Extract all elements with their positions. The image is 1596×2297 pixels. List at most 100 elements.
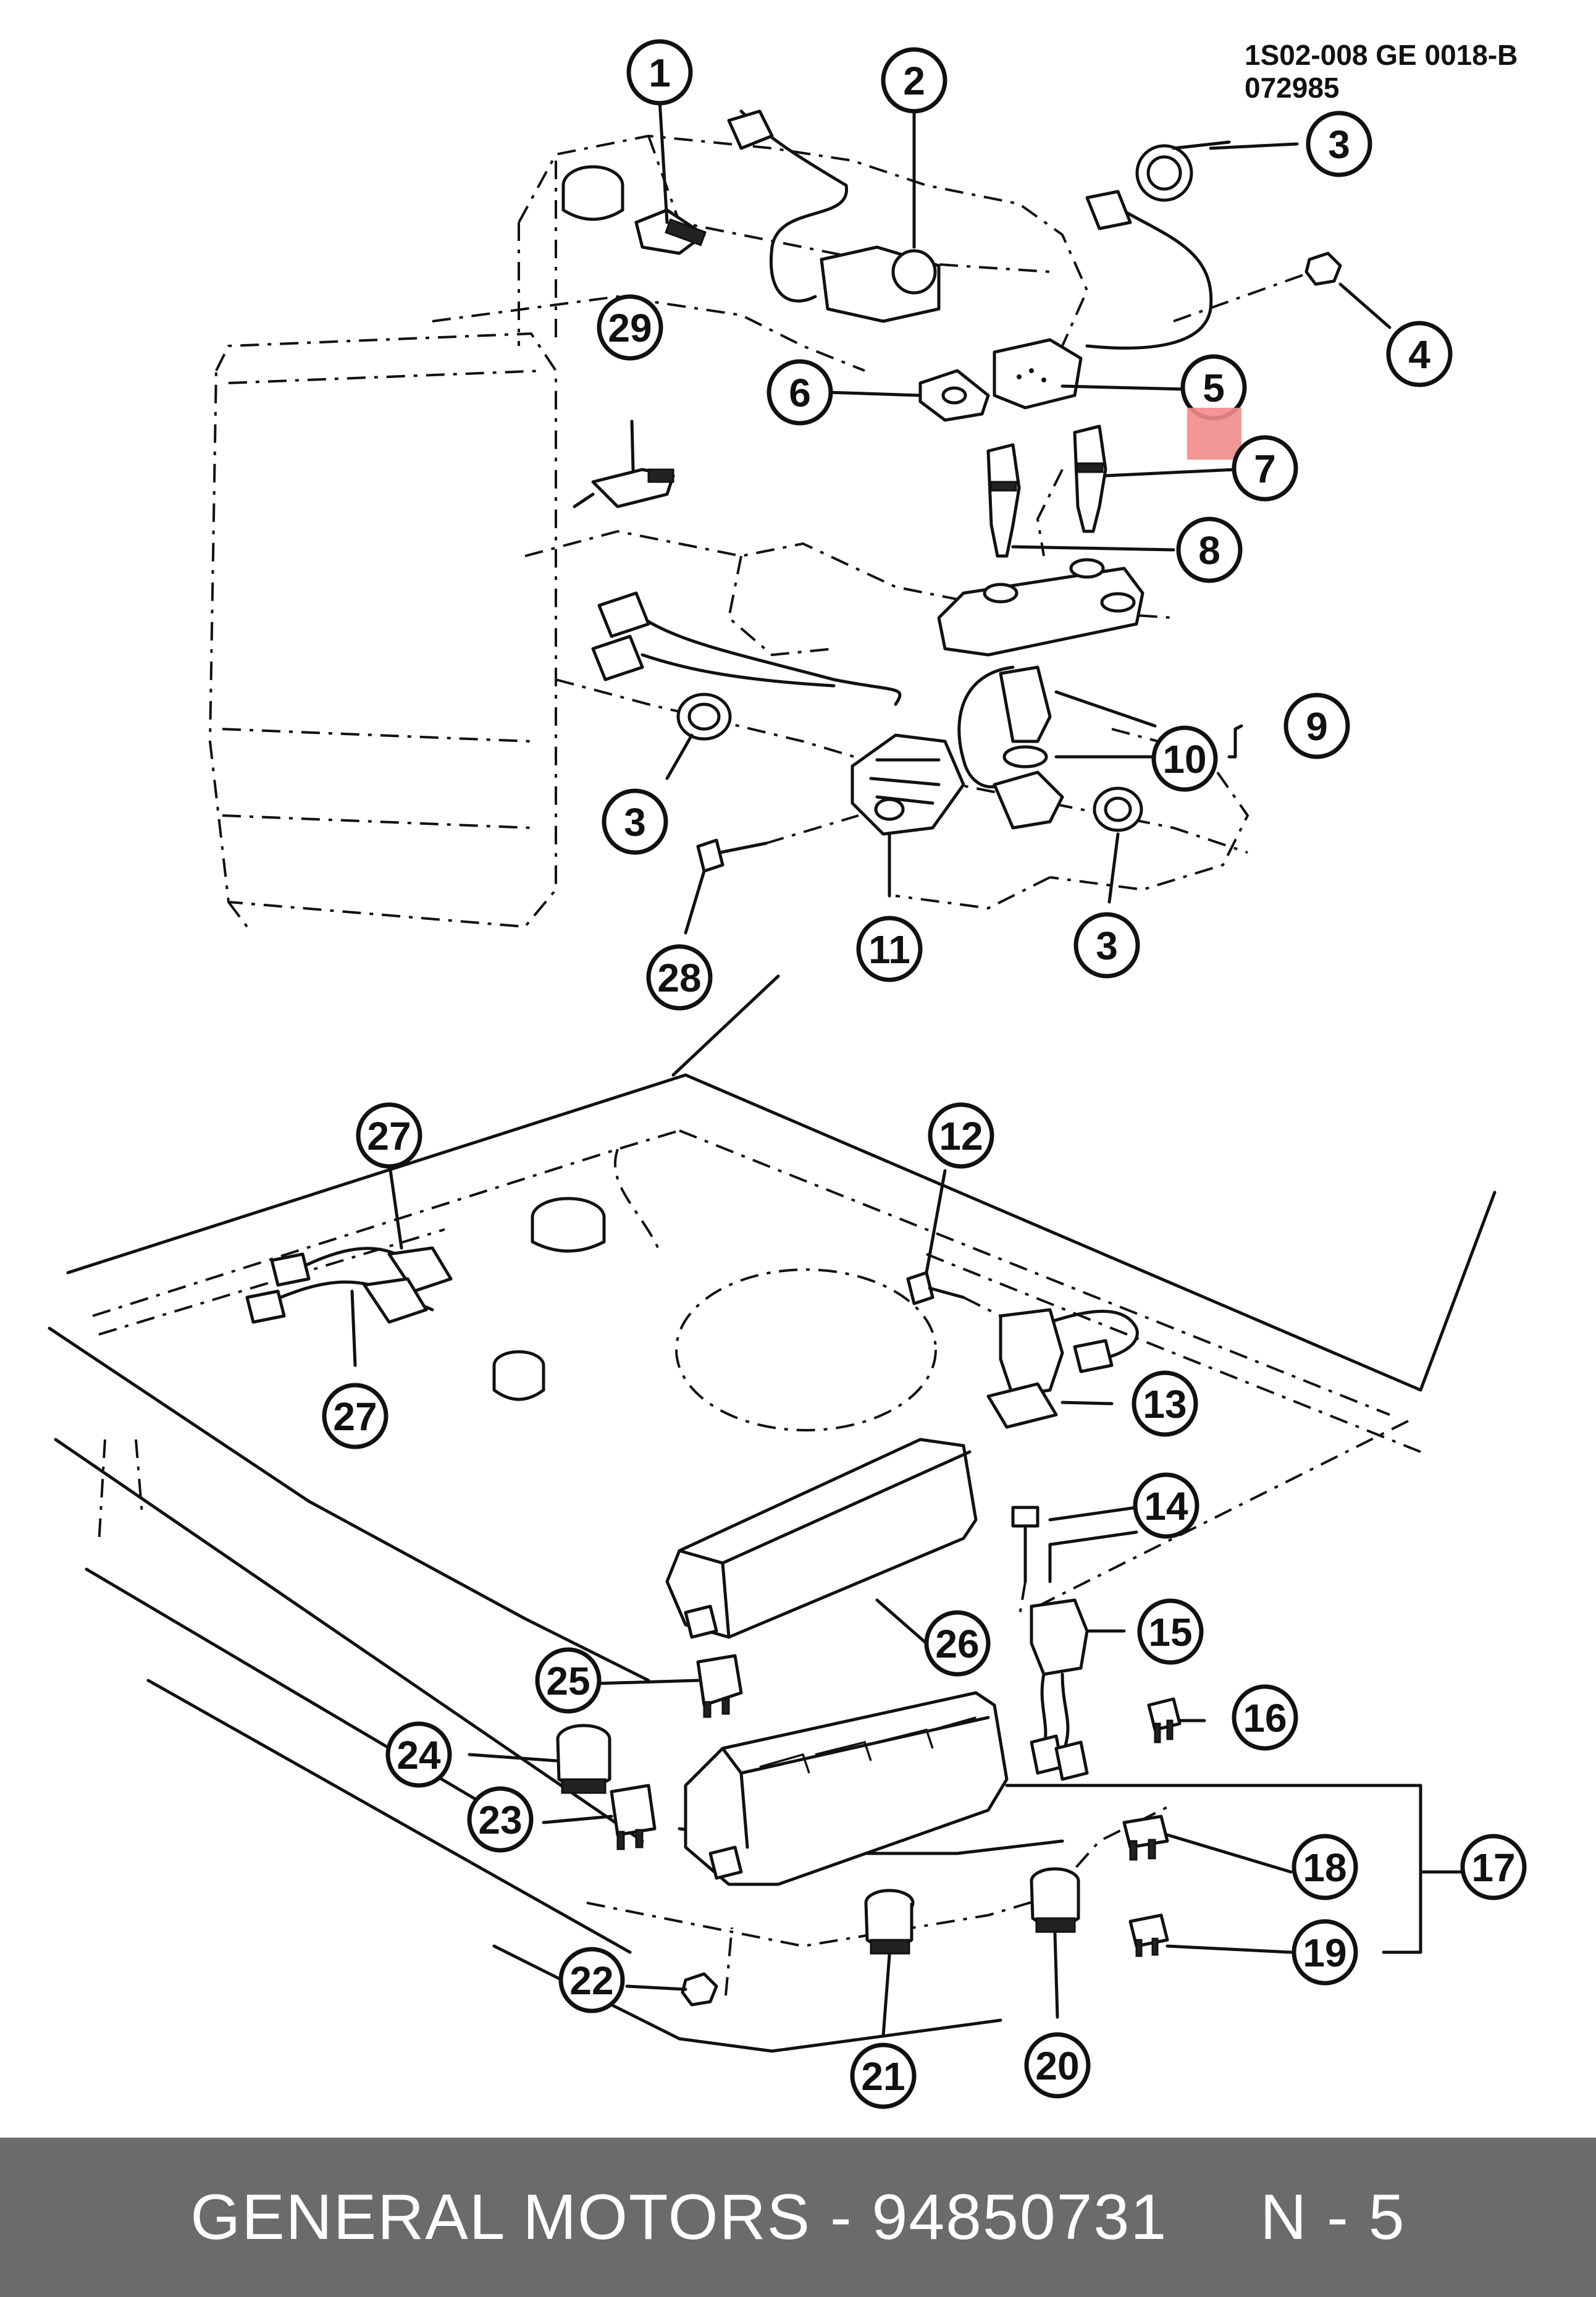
part-23-relay xyxy=(610,1784,657,1850)
leader-lines xyxy=(350,98,1466,2038)
callout-5: 5 xyxy=(1180,354,1247,421)
svg-text:12: 12 xyxy=(939,1114,983,1158)
svg-text:27: 27 xyxy=(367,1114,411,1158)
svg-text:16: 16 xyxy=(1243,1696,1287,1740)
svg-text:2: 2 xyxy=(903,59,925,103)
svg-text:24: 24 xyxy=(397,1733,441,1777)
callout-20: 20 xyxy=(1024,2032,1091,2099)
svg-text:22: 22 xyxy=(569,1958,613,2003)
callout-22: 22 xyxy=(558,1947,625,2013)
part-18-fuse xyxy=(1122,1814,1169,1861)
svg-text:1: 1 xyxy=(649,51,671,95)
part-4-nut xyxy=(1173,251,1342,322)
part-2-solenoid xyxy=(727,109,941,323)
callout-29: 29 xyxy=(597,294,663,361)
callout-14: 14 xyxy=(1133,1472,1199,1539)
highlight-marker xyxy=(1187,408,1241,460)
svg-text:27: 27 xyxy=(333,1394,377,1439)
part-25-relay xyxy=(696,1654,743,1718)
callout-12: 12 xyxy=(928,1102,994,1169)
callout-1: 1 xyxy=(626,39,693,106)
svg-text:13: 13 xyxy=(1143,1382,1186,1427)
svg-text:20: 20 xyxy=(1035,2044,1079,2088)
callout-8: 8 xyxy=(1176,516,1243,583)
callout-2: 2 xyxy=(881,47,947,114)
svg-text:6: 6 xyxy=(789,371,811,415)
callout-3: 3 xyxy=(1306,111,1372,177)
svg-text:21: 21 xyxy=(861,2054,905,2099)
callout-3-right: 3 xyxy=(1073,912,1140,979)
callout-4: 4 xyxy=(1386,321,1453,387)
part-3-clamp-right xyxy=(1093,786,1143,832)
reference-date: 072985 xyxy=(1245,72,1340,104)
callout-13: 13 xyxy=(1132,1370,1198,1437)
engine-outline xyxy=(208,134,1250,929)
part-26-fuse-lid xyxy=(665,1438,978,1639)
reference-code: 1S02-008 GE 0018-B xyxy=(1245,39,1518,71)
callout-3-left: 3 xyxy=(602,788,668,855)
svg-text:28: 28 xyxy=(657,956,701,1000)
part-13-valve xyxy=(986,1308,1139,1429)
part-24-relay xyxy=(556,1724,611,1794)
footer-bar: GENERAL MOTORS - 94850731 N - 5 xyxy=(0,2138,1596,2297)
callout-11: 11 xyxy=(856,916,923,982)
footer-brand-part: GENERAL MOTORS - 94850731 xyxy=(190,2181,1168,2253)
part-14-bolt xyxy=(1011,1506,1040,1619)
fuse-relay-box xyxy=(684,1691,1009,1886)
part-3-clamp-top xyxy=(1135,140,1231,202)
part-6-gasket xyxy=(918,369,990,422)
callout-17: 17 xyxy=(1460,1834,1527,1900)
svg-text:8: 8 xyxy=(1198,528,1220,573)
callout-28: 28 xyxy=(646,944,713,1011)
body-outline xyxy=(48,974,1497,2053)
svg-text:18: 18 xyxy=(1303,1845,1346,1890)
part-20-relay xyxy=(1030,1867,1080,1933)
callout-15: 15 xyxy=(1137,1598,1204,1665)
svg-text:3: 3 xyxy=(1096,924,1118,968)
callout-27-top: 27 xyxy=(356,1102,422,1169)
callout-23: 23 xyxy=(467,1786,534,1853)
callout-18: 18 xyxy=(1292,1834,1358,1900)
part-22-nut xyxy=(681,1927,733,2007)
callout-9: 9 xyxy=(1283,693,1350,759)
part-21-relay xyxy=(864,1889,915,1955)
callout-24: 24 xyxy=(385,1721,452,1788)
svg-text:26: 26 xyxy=(935,1622,979,1666)
callout-19: 19 xyxy=(1292,1919,1358,1986)
part-9-10-switch xyxy=(957,665,1064,830)
part-1-coolant-sensor xyxy=(634,208,707,255)
svg-text:19: 19 xyxy=(1303,1931,1346,1975)
callout-21: 21 xyxy=(850,2042,917,2109)
callout-16: 16 xyxy=(1232,1684,1298,1751)
svg-text:9: 9 xyxy=(1306,704,1328,749)
svg-text:5: 5 xyxy=(1203,366,1225,410)
part-12-bolt xyxy=(906,1271,1001,1317)
svg-text:3: 3 xyxy=(624,800,646,845)
exploded-parts-diagram: .ln { stroke:#111; stroke-width:5; fill:… xyxy=(48,39,1527,2109)
svg-text:23: 23 xyxy=(478,1798,522,1842)
callout-26: 26 xyxy=(924,1610,991,1677)
part-15-relay xyxy=(1030,1598,1089,1781)
part-27-harness xyxy=(245,1246,453,1324)
callout-27-bottom: 27 xyxy=(322,1383,388,1449)
svg-text:7: 7 xyxy=(1254,447,1276,491)
part-16-fuse xyxy=(1147,1697,1182,1743)
callout-6: 6 xyxy=(766,359,833,426)
svg-text:17: 17 xyxy=(1471,1845,1515,1890)
svg-text:3: 3 xyxy=(1328,122,1350,167)
part-11-sensor xyxy=(850,733,965,836)
svg-text:15: 15 xyxy=(1148,1610,1192,1654)
part-19-fuse xyxy=(1128,1913,1169,1957)
callout-10: 10 xyxy=(1151,725,1218,792)
part-3-clamp-left xyxy=(591,591,902,741)
footer-page: N - 5 xyxy=(1260,2181,1406,2253)
part-28-bolt xyxy=(696,814,859,873)
part-5-oxygen-sensor xyxy=(993,190,1213,410)
svg-text:29: 29 xyxy=(608,306,652,350)
callouts: 1 2 3 4 5 6 7 8 9 10 11 12 13 14 15 16 1… xyxy=(322,39,1527,2109)
svg-text:14: 14 xyxy=(1144,1484,1188,1528)
part-29-sensor xyxy=(573,468,675,508)
svg-text:11: 11 xyxy=(868,927,910,972)
svg-text:10: 10 xyxy=(1162,737,1206,782)
part-7-8-switches xyxy=(986,424,1107,558)
